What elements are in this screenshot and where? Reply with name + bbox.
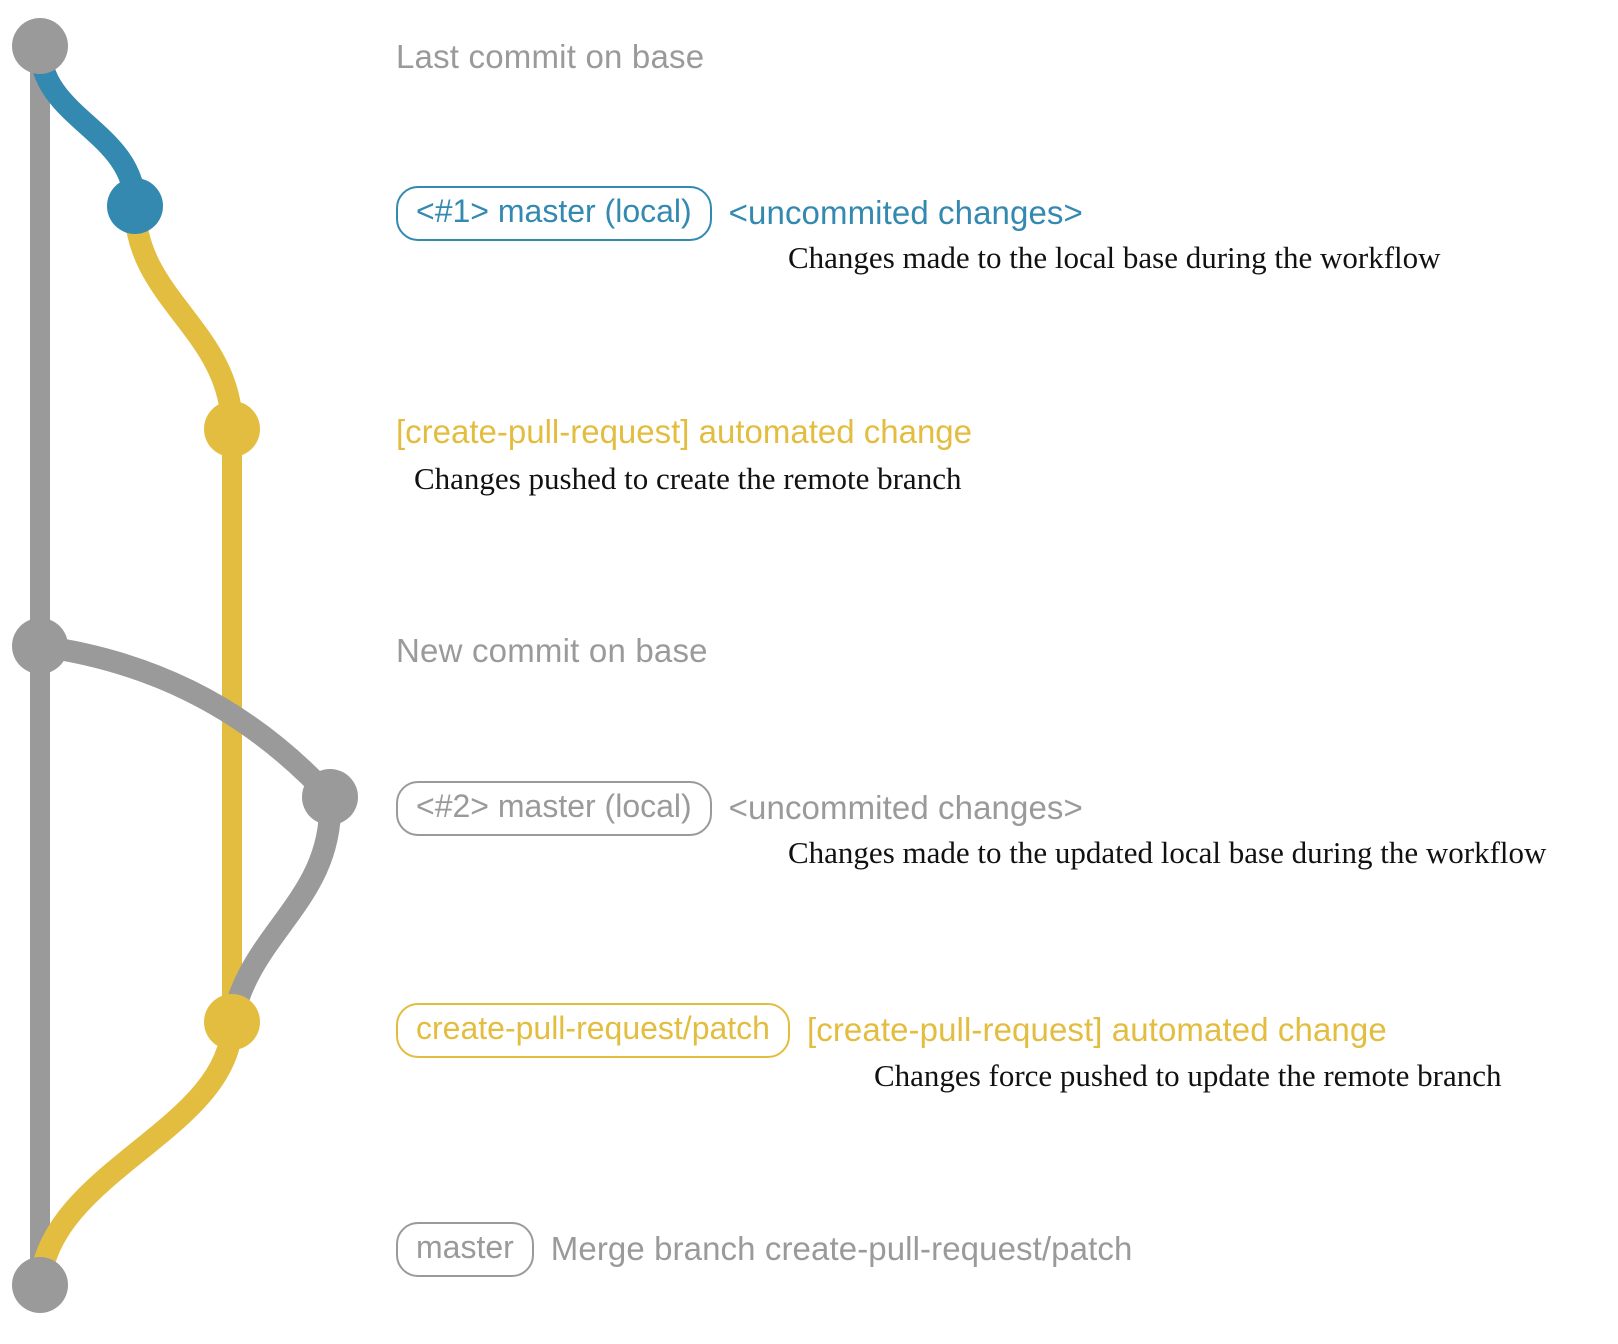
graph-row-patch-commit-2: create-pull-request/patch [create-pull-r… — [396, 1003, 1387, 1058]
branch-badge-master[interactable]: master — [396, 1222, 534, 1277]
local2-to-patch2-line — [221, 786, 342, 1033]
commit-message-last-commit-on-base: Last commit on base — [396, 38, 705, 75]
commit-message-local-2: <uncommited changes> — [728, 789, 1083, 827]
git-graph-canvas — [12, 18, 358, 1313]
patch-to-master-merge-line — [29, 1011, 243, 1296]
graph-row-last-commit-on-base: Last commit on base — [396, 38, 704, 76]
commit-message-patch-1: [create-pull-request] automated change — [396, 413, 973, 450]
commit-node-master-merge[interactable] — [12, 1257, 68, 1313]
branch-badge-create-pull-request-patch[interactable]: create-pull-request/patch — [396, 1003, 790, 1058]
commit-message-master-merge: Merge branch create-pull-request/patch — [550, 1230, 1133, 1268]
graph-row-new-commit-on-base: New commit on base — [396, 632, 708, 670]
base-to-local2-line — [29, 635, 341, 808]
commit-node-patch-1[interactable] — [204, 401, 260, 457]
commit-description-local-2: Changes made to the updated local base d… — [788, 835, 1547, 870]
commit-description-patch-2: Changes force pushed to update the remot… — [874, 1058, 1502, 1093]
branch-badge-local-2[interactable]: <#2> master (local) — [396, 781, 712, 836]
graph-row-master-merge: master Merge branch create-pull-request/… — [396, 1222, 1132, 1277]
commit-node-local-1[interactable] — [107, 178, 163, 234]
patch-branch-line-upper — [124, 195, 243, 440]
graph-row-local-commit-1: <#1> master (local) <uncommited changes> — [396, 186, 1083, 241]
commit-message-patch-2: [create-pull-request] automated change — [806, 1011, 1387, 1049]
commit-message-local-1: <uncommited changes> — [728, 194, 1083, 232]
commit-message-new-commit-on-base: New commit on base — [396, 632, 708, 669]
commit-node-patch-2[interactable] — [204, 994, 260, 1050]
graph-row-local-commit-2: <#2> master (local) <uncommited changes> — [396, 781, 1083, 836]
commit-description-local-1: Changes made to the local base during th… — [788, 240, 1441, 275]
commit-node-local-2[interactable] — [302, 769, 358, 825]
commit-node-base-new-commit[interactable] — [12, 618, 68, 674]
branch-badge-local-1[interactable]: <#1> master (local) — [396, 186, 712, 241]
commit-node-base-last-commit[interactable] — [12, 18, 68, 74]
commit-description-patch-1: Changes pushed to create the remote bran… — [414, 461, 962, 496]
